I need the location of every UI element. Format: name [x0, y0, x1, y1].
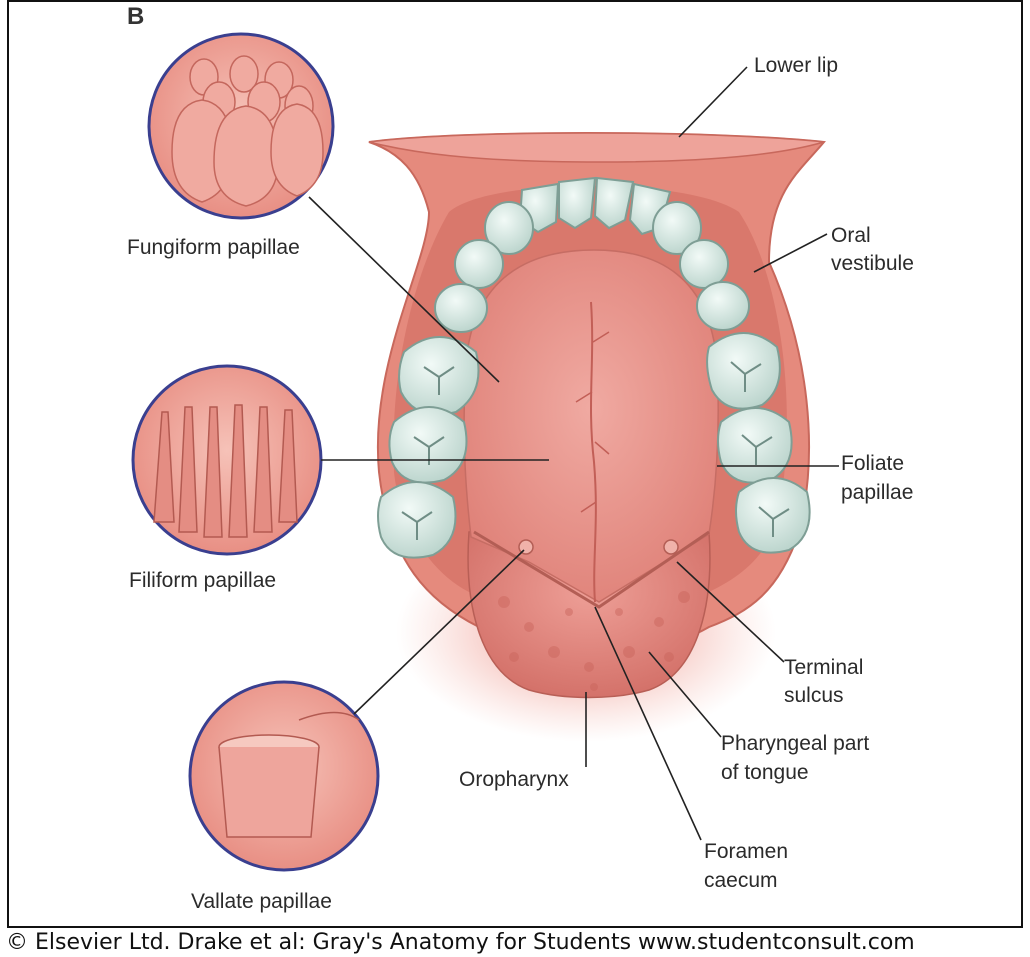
tooth — [697, 282, 749, 330]
fungiform-papillae-magnified — [149, 34, 333, 218]
filiform-papillae-magnified — [133, 366, 321, 554]
leader-lower-lip — [679, 67, 747, 137]
label-oropharynx: Oropharynx — [459, 768, 569, 791]
label-oral-vestibule-1: Oral — [831, 224, 871, 247]
tooth — [736, 478, 810, 553]
label-oral-vestibule-2: vestibule — [831, 252, 914, 275]
tooth — [680, 240, 728, 288]
label-pharyngeal-2: of tongue — [721, 761, 809, 784]
tooth — [389, 407, 466, 483]
tooth — [707, 333, 780, 409]
copyright-credit: © Elsevier Ltd. Drake et al: Gray's Anat… — [6, 928, 1030, 957]
label-lower-lip: Lower lip — [754, 54, 838, 77]
label-pharyngeal-1: Pharyngeal part — [721, 732, 869, 755]
label-vallate: Vallate papillae — [191, 890, 332, 913]
vallate-papillae-magnified — [190, 682, 378, 870]
tooth — [455, 240, 503, 288]
label-terminal-1: Terminal — [784, 656, 863, 679]
label-foramen-2: caecum — [704, 869, 778, 892]
label-fungiform: Fungiform papillae — [127, 236, 300, 259]
label-foliate-2: papillae — [841, 481, 913, 504]
vallate-papilla-right — [664, 540, 678, 554]
label-filiform: Filiform papillae — [129, 569, 276, 592]
tongue-diagram: B Lower lip Oral vestibule Fungiform pap… — [9, 2, 1023, 928]
label-terminal-2: sulcus — [784, 684, 844, 707]
label-foramen-1: Foramen — [704, 840, 788, 863]
tooth — [435, 284, 487, 332]
figure-frame: B Lower lip Oral vestibule Fungiform pap… — [7, 0, 1023, 928]
tooth — [378, 482, 456, 558]
label-foliate-1: Foliate — [841, 452, 904, 475]
panel-letter: B — [127, 3, 144, 30]
